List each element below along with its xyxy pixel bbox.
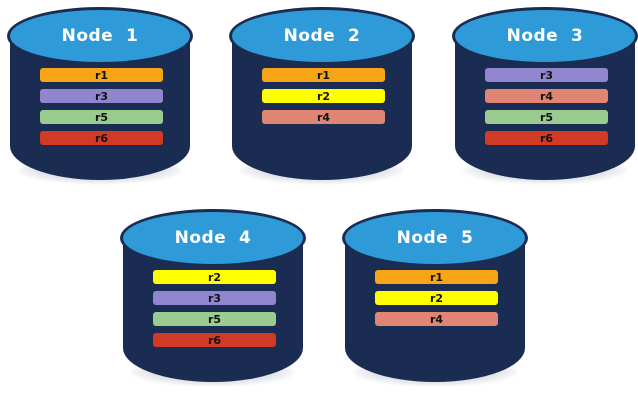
replica-label: r2 <box>207 270 222 284</box>
cylinder-top-icon <box>10 10 190 62</box>
replica-label: r4 <box>539 89 554 103</box>
replica-bar[interactable]: r3 <box>153 291 276 305</box>
cylinder-top-icon <box>345 212 525 264</box>
replica-bar[interactable]: r4 <box>262 110 385 124</box>
replica-label: r6 <box>94 131 109 145</box>
cylinder-top-icon <box>232 10 412 62</box>
replica-label: r1 <box>94 68 109 82</box>
replica-label: r3 <box>539 68 554 82</box>
replica-bar[interactable]: r6 <box>153 333 276 347</box>
replica-bar[interactable]: r2 <box>153 270 276 284</box>
replica-label: r6 <box>539 131 554 145</box>
replica-bar[interactable]: r2 <box>262 89 385 103</box>
replica-bar[interactable]: r2 <box>375 291 498 305</box>
replica-list: r1 r2 r4 <box>262 68 385 131</box>
cylinder-top-icon <box>123 212 303 264</box>
replica-bar[interactable]: r4 <box>485 89 608 103</box>
replica-bar[interactable]: r1 <box>375 270 498 284</box>
replica-list: r3 r4 r5 r6 <box>485 68 608 152</box>
replica-label: r5 <box>207 312 222 326</box>
replica-label: r2 <box>316 89 331 103</box>
replica-bar[interactable]: r1 <box>262 68 385 82</box>
cylinder-top-icon <box>455 10 635 62</box>
replica-label: r2 <box>429 291 444 305</box>
replica-label: r4 <box>316 110 331 124</box>
replica-bar[interactable]: r3 <box>40 89 163 103</box>
replica-label: r5 <box>539 110 554 124</box>
replica-label: r5 <box>94 110 109 124</box>
replica-bar[interactable]: r5 <box>153 312 276 326</box>
replica-bar[interactable]: r1 <box>40 68 163 82</box>
replica-label: r1 <box>316 68 331 82</box>
replica-label: r1 <box>429 270 444 284</box>
replica-label: r6 <box>207 333 222 347</box>
replica-bar[interactable]: r6 <box>40 131 163 145</box>
replica-bar[interactable]: r5 <box>485 110 608 124</box>
replica-list: r1 r3 r5 r6 <box>40 68 163 152</box>
replica-bar[interactable]: r4 <box>375 312 498 326</box>
replica-label: r3 <box>94 89 109 103</box>
replica-label: r3 <box>207 291 222 305</box>
replica-list: r1 r2 r4 <box>375 270 498 333</box>
replica-label: r4 <box>429 312 444 326</box>
replica-list: r2 r3 r5 r6 <box>153 270 276 354</box>
replica-bar[interactable]: r5 <box>40 110 163 124</box>
replica-bar[interactable]: r6 <box>485 131 608 145</box>
replica-bar[interactable]: r3 <box>485 68 608 82</box>
